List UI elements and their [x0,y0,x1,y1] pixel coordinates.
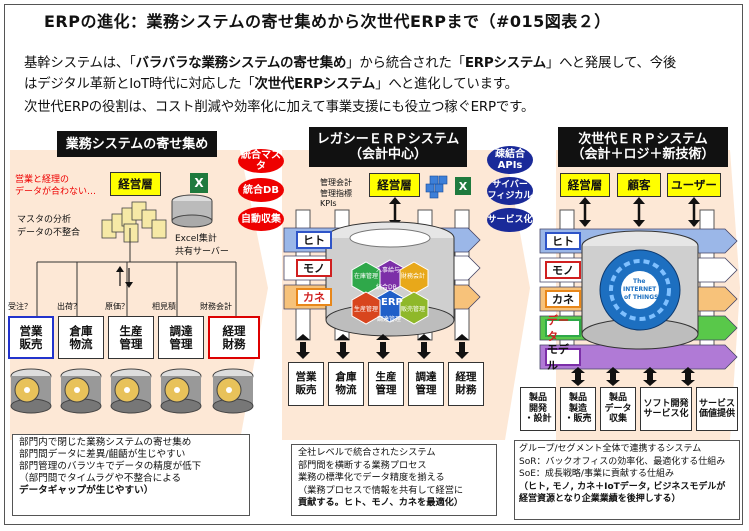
panel1-issue-2: データの不整合 [17,228,81,238]
iot-label-1: The [633,278,646,285]
panel1-note-2: 部門間データに差異/齟齬が生じやすい [19,449,186,460]
panel3-customer-box: 顧客 [617,173,661,197]
panel1-notes: 部門内で閉じた業務システムの寄せ集め 部門間データに差異/齟齬が生じやすい 部門… [12,434,250,516]
panel2-note-1: 全社レベルで統合されたシステム [298,447,436,458]
panel1-dept-sales: 営業 販売 [8,316,54,359]
kpi-label-1: 管理会計 [320,178,352,187]
panel2-excel-icon: X [455,177,471,195]
panel2-note-5: 貢献する。ヒト、モノ、カネを最適化） [298,497,464,508]
panel1-dept-finance: 経理 財務 [208,316,260,359]
panel2-note-2: 部門間を横断する業務プロセス [298,459,427,471]
panel2-note-4: （業務プロセスで情報を共有して経営に [298,484,464,496]
oval-cyber-physical: サイバー フィジカル [487,177,533,205]
panel3-box-service-value: サービス 価値提供 [696,387,738,431]
documents-icon [101,201,167,243]
panel3-note-4: （ヒト, モノ, カネ＋IoTデータ, ビジネスモデルが [519,481,726,492]
hex-label-sales: 販売管理 [401,306,426,313]
oval-integrated-master: 統合マスタ [238,149,284,173]
panel1-exec-box: 経営層 [110,172,161,196]
panel2-dept-logistics: 倉庫 物流 [328,362,364,406]
panel2-notes: 全社レベルで統合されたシステム 部門間を横断する業務プロセス 業務の標準化でデー… [291,444,497,516]
iot-label-3: of THINGS [624,294,659,301]
panel3-title: 次世代ＥＲＰシステム （会計＋ロジ＋新技術） [558,127,728,167]
panel3-title-1: 次世代ＥＲＰシステム [578,132,708,147]
hex-label-finance: 財務会計 [401,273,426,280]
panel3-user-box: ユーザー [667,173,721,197]
intro-line-1: 基幹システムは、「バラバラな業務システムの寄せ集め」から統合された「ERPシステ… [24,56,677,71]
panel1-note-4: （部門間でタイムラグや不整合による [19,473,182,484]
panel2-title: レガシーＥＲＰシステム （会計中心） [309,127,467,167]
excel-label-1: Excel集計 [175,234,217,244]
panel3-note-3: SoE：成長戦略/事業に貢献する仕組み [519,469,674,479]
kpi-label-3: KPIs [320,199,337,208]
panel1-dept-procurement: 調達 管理 [158,316,204,359]
intro-line-3: 次世代ERPの役割は、コスト削減や効率化に加えて事業支援にも役立つ稼ぐERPです… [24,100,535,115]
question-label-4: 相見積 [152,302,176,311]
panel3-resource-hito: ヒト [545,232,581,250]
excel-icon: X [190,173,208,193]
hex-label-production: 生産管理 [354,306,379,313]
panel3-resource-data: データ [545,314,581,343]
panel3-resource-kane: カネ [545,290,581,308]
outer-frame [4,4,743,525]
question-label-5: 財務会計 [200,302,232,311]
panel2-dept-procurement: 調達 管理 [408,362,444,406]
panel1-note-1: 部門内で閉じた業務システムの寄せ集め [19,437,192,448]
panel3-note-1: グループ/セグメント全体で連携するシステム [519,444,702,454]
panel2-title-1: レガシーＥＲＰシステム [316,132,460,147]
hex-label-hr: 人事給与 [376,267,401,274]
panel3-note-5: 経営資源となり企業業績を後押しする） [519,494,681,504]
panel3-box-product-design: 製品 開発 ・設計 [520,387,556,431]
panel1-note-3: 部門管理のバラツキでデータの精度が低下 [19,461,202,472]
panel3-title-2: （会計＋ロジ＋新技術） [571,147,715,162]
panel2-resource-kane: カネ [296,288,332,306]
panel2-exec-box: 経営層 [369,173,420,197]
panel1-note-5: データギャップが生じやすい） [19,485,154,496]
hex-label-procurement: 調達管理 [377,316,402,323]
iot-label-2: INTERNET [623,286,657,293]
panel3-box-data-collection: 製品 データ 収集 [600,387,636,431]
erp-core-label: 統合DB [376,284,397,291]
oval-loose-coupling-apis: 疎結合 APIs [487,146,533,174]
panel3-box-software-service: ソフト開発 サービス化 [640,387,692,431]
panel3-notes: グループ/セグメント全体で連携するシステム SoR：バックオフィスの効率化、最適… [514,440,740,520]
oval-integrated-db: 統合DB [238,178,284,202]
panel3-box-manufacturing-sales: 製品 製造 ・販売 [560,387,596,431]
panel3-note-2: SoR：バックオフィスの効率化、最適化する仕組み [519,456,726,467]
oval-auto-collection: 自動収集 [238,207,284,231]
panel1-dept-production: 生産 管理 [108,316,154,359]
panel2-dept-sales: 営業 販売 [288,362,324,406]
panel3-exec-box: 経営層 [560,173,610,197]
shared-server-icon [171,194,213,228]
panel1-warning-2: データが合わない… [15,187,97,197]
panel2-dept-finance: 経理 財務 [448,362,484,406]
panel1-title: 業務システムの寄せ集め [57,131,217,157]
panel1-warning-1: 営業と経理の [15,175,70,185]
kpi-label-2: 管理指標 [320,189,352,198]
panel3-resource-mono: モノ [545,261,581,279]
hex-label-inventory: 在庫管理 [354,273,379,280]
panel2-note-3: 業務の標準化でデータ精度を揃える [298,472,445,483]
panel2-title-2: （会計中心） [348,147,427,162]
erp-center-label: ERP [381,297,403,308]
panel2-dept-production: 生産 管理 [368,362,404,406]
question-label-2: 出荷？ [57,302,81,311]
cloud-blocks-icon [425,175,448,199]
panel2-resource-hito: ヒト [296,231,332,249]
question-label-3: 原価？ [105,302,129,311]
excel-label-2: 共有サーバー [175,247,229,257]
oval-servitization: サービス化 [487,208,533,232]
panel2-resource-mono: モノ [296,259,332,277]
panel1-database-icons [10,368,254,414]
panel1-dept-logistics: 倉庫 物流 [58,316,104,359]
intro-line-2: はデジタル革新とIoT時代に対応した「次世代ERPシステム」へと進化しています。 [24,77,518,92]
panel1-issue-1: マスタの分析 [17,215,72,225]
page-title: ERPの進化：業務システムの寄せ集めから次世代ERPまで（#015図表２） [44,12,611,31]
panel3-resource-model: モデル [545,343,581,372]
question-label-1: 受注？ [8,302,32,311]
